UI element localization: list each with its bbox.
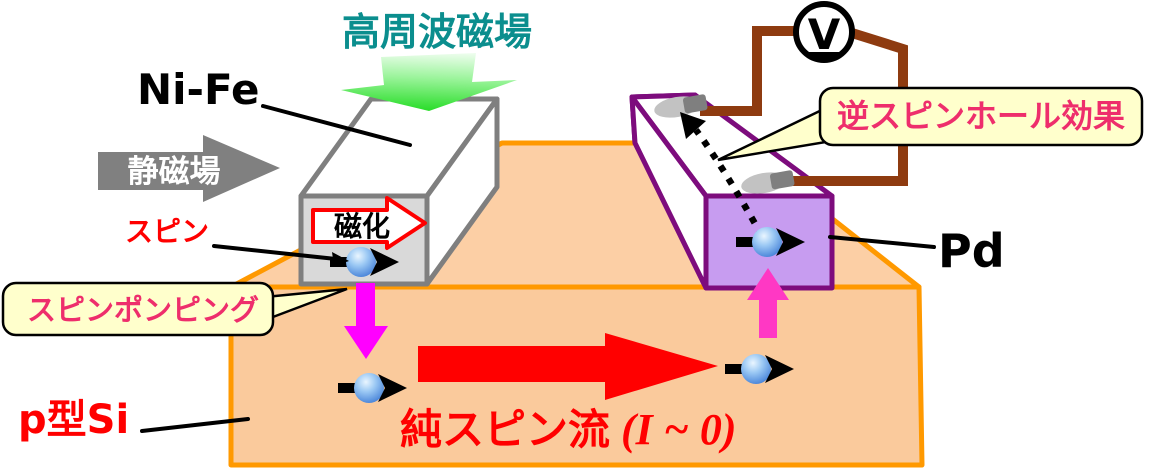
spin-pumping-callout: スピンポンピング — [1, 281, 348, 337]
nife-label: Ni-Fe — [137, 65, 259, 114]
spin-pumping-label: スピンポンピング — [27, 293, 259, 327]
spin-arrow-tail-icon — [338, 383, 355, 393]
spin-sphere — [354, 373, 384, 403]
spin-arrow-head-icon — [765, 355, 794, 383]
static-field-label: 静磁場 — [128, 154, 221, 190]
spin-arrow-head-icon — [370, 248, 399, 276]
spin-sphere — [741, 354, 771, 384]
pure-spin-current-text: 純スピン流 — [400, 405, 610, 454]
spin-sphere — [346, 247, 376, 277]
electrode-left — [654, 94, 708, 118]
electrode-right — [741, 170, 795, 194]
spin-sphere — [752, 227, 782, 257]
spin-arrow-head-icon — [776, 228, 805, 256]
spin-arrow-tail-icon — [736, 237, 753, 247]
substrate-label: p型Si — [18, 397, 129, 443]
voltmeter-icon: V — [793, 1, 855, 63]
spin-label: スピン — [125, 215, 209, 248]
inverse-she-dashed-arrow-icon — [680, 112, 765, 238]
spin-arrow-tail-icon — [725, 364, 742, 374]
nife-pointer-line — [261, 104, 412, 147]
spin-in-pd — [736, 227, 805, 257]
spin-pointer-line — [212, 244, 338, 261]
pointer-lines — [140, 104, 936, 433]
inverse-spin-hall-label: 逆スピンホール効果 — [837, 97, 1125, 135]
voltmeter-underline — [808, 52, 841, 57]
pure-spin-current-label: 純スピン流 (I ~ 0) — [400, 405, 737, 454]
voltmeter-label: V — [808, 10, 841, 59]
inverse-spin-hall-callout: 逆スピンホール効果 — [717, 86, 1144, 162]
callout-box — [1, 281, 275, 337]
magnetization-arrow-icon — [311, 196, 427, 250]
rf-field-label: 高周波磁場 — [342, 10, 532, 54]
spin-pointer-arrowhead-icon — [332, 252, 349, 266]
spin-arrow-head-icon — [378, 374, 407, 402]
callout-box — [818, 86, 1144, 147]
rf-field-arrow-icon — [341, 53, 517, 111]
spin-pumping-down-arrow-icon — [344, 283, 388, 359]
spin-in-si-right — [725, 354, 794, 384]
substrate-pointer-line — [140, 417, 250, 433]
wire-left — [700, 26, 796, 116]
spin-in-si-left — [338, 373, 407, 403]
pd-label: Pd — [938, 224, 1005, 278]
spin-injection-up-arrow-icon — [747, 268, 789, 338]
current-note-text: (I ~ 0) — [610, 405, 737, 454]
static-field-arrow-icon — [98, 135, 280, 202]
pd-pointer-line — [828, 235, 936, 249]
magnetization-label: 磁化 — [334, 210, 390, 243]
pure-spin-current-arrow-icon — [418, 333, 718, 400]
